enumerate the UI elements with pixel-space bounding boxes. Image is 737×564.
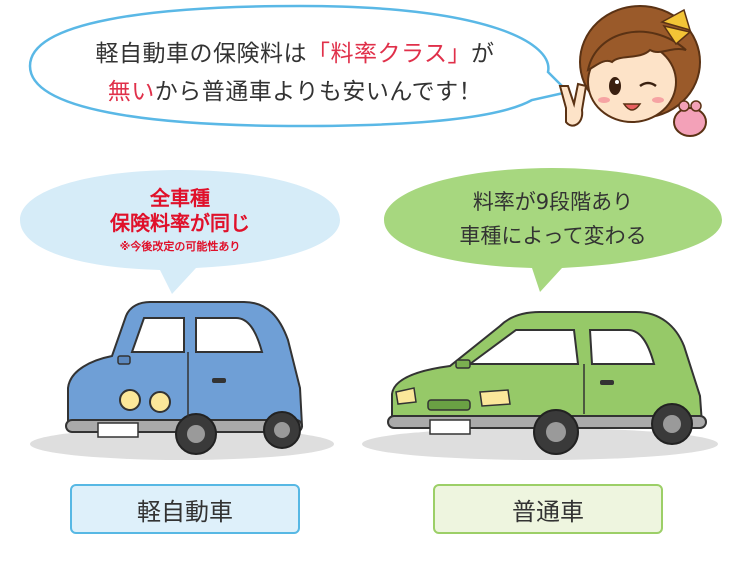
kei-bubble-note: ※今後改定の可能性あり	[119, 240, 241, 253]
futsu-bubble-line-2: 車種によって変わる	[459, 224, 647, 248]
kei-label: 軽自動車	[70, 484, 300, 534]
top-bubble-line-1: 軽自動車の保険料は「料率クラス」が	[95, 41, 495, 67]
none-highlight: 無い	[107, 79, 155, 105]
kei-bubble-line-1: 全車種	[150, 186, 210, 210]
kei-bubble-line-2: 保険料率が同じ	[110, 211, 250, 235]
futsu-bubble-line-1: 料率が9段階あり	[472, 190, 634, 214]
futsu-label: 普通車	[433, 484, 663, 534]
top-bubble-line-2: 無いから普通車よりも安いんです！	[107, 79, 483, 105]
rate-class-highlight: 「料率クラス」	[306, 41, 472, 67]
